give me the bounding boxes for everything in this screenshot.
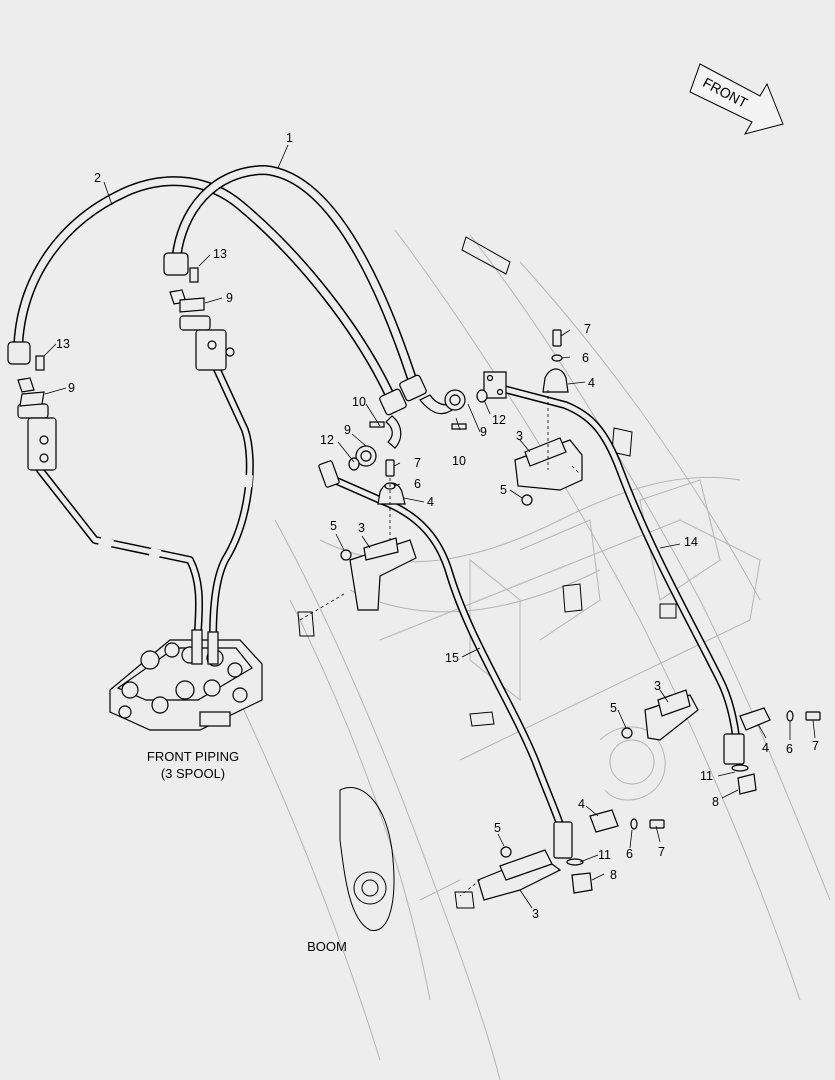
callout-4: 4	[762, 741, 769, 755]
callout-7: 7	[584, 322, 591, 336]
callout-3: 3	[516, 429, 523, 443]
callout-4: 4	[588, 376, 595, 390]
hose-1	[171, 165, 419, 390]
callout-labels: 1 2 13 9 13 9 10 9 12 10 9 12 7 6 4 3 7 …	[56, 131, 819, 921]
callout-4: 4	[578, 797, 585, 811]
callout-5: 5	[610, 701, 617, 715]
front-direction-arrow: FRONT	[689, 63, 784, 135]
callout-4: 4	[427, 495, 434, 509]
callout-5: 5	[494, 821, 501, 835]
center-fitting-stack	[169, 267, 235, 371]
callout-11: 11	[700, 769, 713, 783]
callout-11: 11	[598, 848, 611, 862]
callout-6: 6	[626, 847, 633, 861]
pipe-15	[326, 474, 572, 854]
callout-7: 7	[812, 739, 819, 753]
callout-1: 1	[286, 131, 293, 145]
callout-9: 9	[480, 425, 487, 439]
callout-6: 6	[582, 351, 589, 365]
captions: FRONT PIPING (3 SPOOL) BOOM	[147, 749, 347, 954]
callout-7: 7	[658, 845, 665, 859]
boom-foot	[339, 787, 395, 931]
callout-13: 13	[56, 337, 70, 351]
callout-9: 9	[226, 291, 233, 305]
callout-3: 3	[532, 907, 539, 921]
callout-9: 9	[344, 423, 351, 437]
hose-fittings	[7, 252, 458, 449]
callout-7: 7	[414, 456, 421, 470]
callout-8: 8	[610, 868, 617, 882]
callout-12: 12	[320, 433, 334, 447]
callout-10: 10	[352, 395, 366, 409]
callout-5: 5	[500, 483, 507, 497]
pipe-14	[496, 384, 741, 749]
callout-6: 6	[786, 742, 793, 756]
hose-2	[13, 176, 397, 405]
boom-pads	[297, 236, 677, 909]
callout-8: 8	[712, 795, 719, 809]
valve-tubes	[36, 361, 254, 644]
callout-12: 12	[492, 413, 506, 427]
control-valve	[109, 629, 263, 731]
callout-14: 14	[684, 535, 698, 549]
callout-5: 5	[330, 519, 337, 533]
boom-outline	[209, 229, 831, 1080]
left-fitting-stack	[17, 355, 57, 471]
bolts-washers-nuts	[340, 329, 821, 858]
callout-3: 3	[654, 679, 661, 693]
callout-6: 6	[414, 477, 421, 491]
boom-caption: BOOM	[307, 939, 347, 954]
pipe-end-fittings	[318, 371, 757, 894]
callout-2: 2	[94, 171, 101, 185]
callout-3: 3	[358, 521, 365, 535]
leader-lines	[43, 144, 816, 909]
spool-caption: (3 SPOOL)	[161, 766, 225, 781]
callout-10: 10	[452, 454, 466, 468]
callout-15: 15	[445, 651, 459, 665]
callout-9: 9	[68, 381, 75, 395]
callout-13: 13	[213, 247, 227, 261]
front-piping-caption: FRONT PIPING	[147, 749, 239, 764]
